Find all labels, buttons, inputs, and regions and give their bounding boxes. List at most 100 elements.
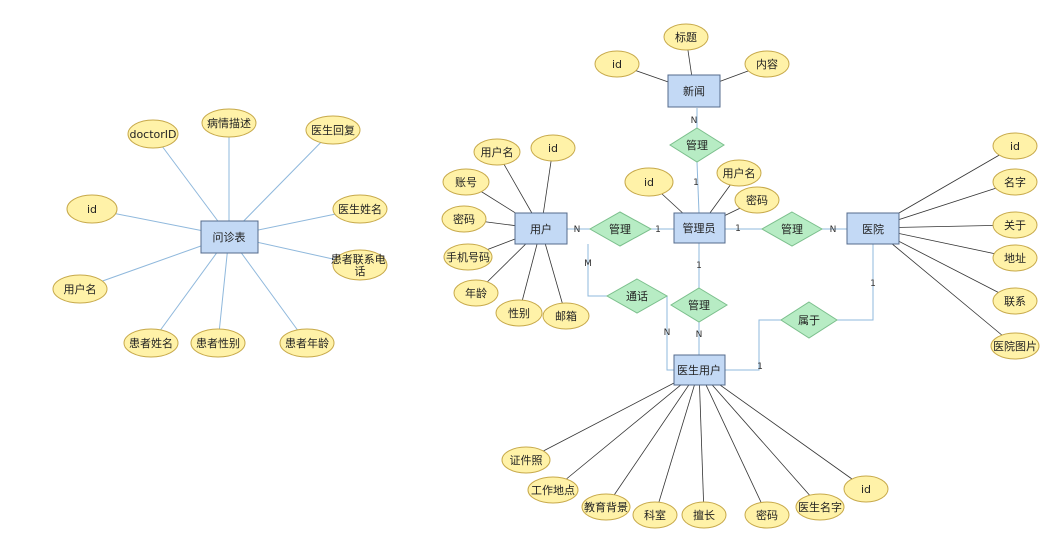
rel-admin-hospital[interactable]: 管理 [760,211,824,247]
svg-text:患者姓名: 患者姓名 [129,336,173,350]
card-admin-rel-right: 1 [735,224,741,234]
svg-text:医生名字: 医生名字 [798,500,842,514]
svg-text:账号: 账号 [455,176,477,189]
svg-text:手机号码: 手机号码 [446,250,490,264]
svg-text:管理: 管理 [688,298,710,312]
cardinality-labels: N 1 N 1 1 N M N 1 N 1 1 [574,116,876,372]
svg-text:教育背景: 教育背景 [584,500,628,514]
attr-bingqing: 病情描述 [201,108,257,138]
svg-text:id: id [861,483,871,496]
svg-text:邮箱: 邮箱 [555,309,577,323]
svg-text:id: id [1010,140,1020,153]
attr-huanzhe-dianhua-line2: 话 [355,265,366,278]
user-attr-nianling: 年龄 [453,279,499,307]
svg-text:属于: 属于 [798,314,820,327]
svg-text:密码: 密码 [756,508,778,522]
hospital-connectors [872,145,1016,347]
news-attr-title: 标题 [663,23,709,51]
hospital-attr-tupian: 医院图片 [990,332,1040,360]
card-belong-hospital: 1 [870,279,876,289]
attr-huanzhe-dianhua: 患者联系电 话 [331,249,390,281]
rel-doctor-hospital[interactable]: 属于 [780,301,838,339]
svg-text:医院: 医院 [862,222,884,236]
svg-text:密码: 密码 [453,212,475,226]
attr-huanzhe-dianhua-line1: 患者联系电 [331,253,386,266]
card-call-doctor: N [664,328,671,338]
user-attr-shouji: 手机号码 [443,243,493,271]
svg-text:医院图片: 医院图片 [993,339,1037,353]
doctor-attr-jiaoyubeijing: 教育背景 [581,493,631,521]
doctor-attr-gongzuodidian: 工作地点 [527,476,579,504]
attr-huanzhe-xingbie: 患者性别 [190,328,246,358]
entity-doctor[interactable]: 医生用户 [673,354,726,386]
entity-wenzhen[interactable]: 问诊表 [200,220,259,254]
svg-text:用户名: 用户名 [723,166,756,180]
svg-text:问诊表: 问诊表 [213,230,246,244]
news-attr-id: id [594,50,640,78]
doctor-attr-keshi: 科室 [632,501,678,529]
doctor-attr-mingzi: 医生名字 [795,493,845,521]
admin-attr-mima: 密码 [734,186,780,214]
news-attr-content: 内容 [744,50,790,78]
relationship-connectors [567,108,874,371]
entity-admin[interactable]: 管理员 [673,212,726,244]
svg-text:新闻: 新闻 [683,84,705,98]
entity-hospital[interactable]: 医院 [846,212,900,245]
svg-text:管理: 管理 [686,138,708,152]
doctor-attr-shanchang: 擅长 [681,501,727,529]
svg-text:擅长: 擅长 [693,508,715,522]
admin-attr-yonghuming: 用户名 [716,159,762,187]
svg-text:患者性别: 患者性别 [196,336,240,350]
card-rel-admin-left: 1 [655,225,661,235]
svg-text:患者联系电 话: 患者联系电 话 [331,253,390,278]
svg-text:医生用户: 医生用户 [677,363,721,377]
card-rel-hospital: N [830,225,837,235]
doctor-attributes: 证件照 工作地点 教育背景 科室 擅长 密码 医生名字 id [501,446,889,529]
card-news-rel: N [691,116,698,126]
card-admin-rel-bottom: 1 [696,261,702,271]
attr-id: id [66,194,118,224]
card-rel-doctor-top: N [696,330,703,340]
rel-admin-doctor[interactable]: 管理 [670,287,728,323]
hospital-attr-mingzi: 名字 [992,168,1038,196]
svg-text:性别: 性别 [508,306,530,320]
doctor-connectors [525,369,867,516]
svg-text:科室: 科室 [644,508,666,522]
hospital-attr-lianxi: 联系 [992,287,1038,315]
news-attributes: id 标题 内容 [594,23,790,78]
user-attr-mima: 密码 [441,205,487,233]
rel-news-admin[interactable]: 管理 [669,127,725,163]
svg-text:工作地点: 工作地点 [531,484,575,497]
hospital-attributes: id 名字 关于 地址 联系 医院图片 [990,132,1040,360]
user-attr-id: id [530,134,576,162]
svg-text:年龄: 年龄 [465,286,487,300]
svg-text:密码: 密码 [746,193,768,207]
doctor-attr-mima: 密码 [744,501,790,529]
svg-text:用户名: 用户名 [481,145,514,159]
svg-text:用户名: 用户名 [64,282,97,296]
svg-text:doctorID: doctorID [129,128,176,141]
svg-text:病情描述: 病情描述 [207,116,251,130]
svg-text:管理: 管理 [781,222,803,236]
svg-text:医生姓名: 医生姓名 [338,202,382,216]
svg-text:id: id [87,203,97,216]
svg-text:管理: 管理 [609,222,631,236]
rel-user-doctor-call[interactable]: 通话 [605,278,669,314]
user-attr-yonghuming: 用户名 [473,138,521,166]
card-rel-admin-top: 1 [693,178,699,188]
svg-text:联系: 联系 [1004,295,1026,308]
entity-user[interactable]: 用户 [514,212,568,245]
svg-text:名字: 名字 [1004,175,1026,189]
hospital-attr-dizhi: 地址 [992,244,1038,272]
rel-user-admin[interactable]: 管理 [588,211,653,247]
entity-news[interactable]: 新闻 [667,74,721,108]
user-attributes: 用户名 id 账号 密码 手机号码 年龄 性别 邮箱 [441,134,590,330]
svg-text:证件照: 证件照 [510,454,543,467]
attr-huanzhe-xingming: 患者姓名 [123,328,179,358]
svg-text:通话: 通话 [626,290,648,303]
admin-attributes: id 用户名 密码 [624,159,780,214]
svg-text:id: id [548,142,558,155]
svg-text:医生回复: 医生回复 [311,123,355,137]
svg-text:标题: 标题 [675,30,697,44]
